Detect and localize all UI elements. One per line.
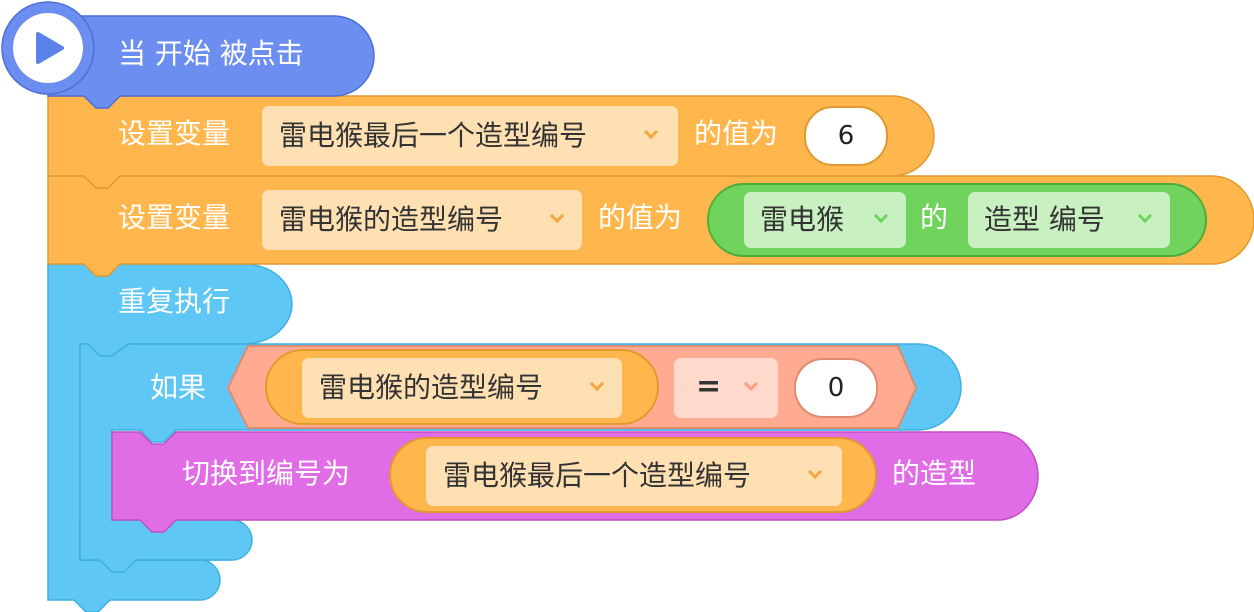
compare-value-input[interactable]: 0 xyxy=(794,358,878,418)
sprite-dropdown[interactable]: 雷电猴 xyxy=(744,192,906,248)
variable-dropdown-label: 雷电猴最后一个造型编号 xyxy=(279,119,588,152)
chevron-down-icon xyxy=(743,376,759,392)
switch-costume-suffix: 的造型 xyxy=(892,457,977,490)
variable-dropdown[interactable]: 雷电猴最后一个造型编号 xyxy=(426,446,842,506)
value-input[interactable]: 6 xyxy=(804,106,888,166)
event-label: 当 开始 被点击 xyxy=(118,37,304,70)
set-var-2-label: 设置变量 xyxy=(118,201,231,234)
variable-dropdown-label: 雷电猴的造型编号 xyxy=(279,203,504,236)
if-label: 如果 xyxy=(150,371,207,404)
variable-dropdown-label: 雷电猴最后一个造型编号 xyxy=(443,459,752,492)
chevron-down-icon xyxy=(643,124,659,140)
chevron-down-icon xyxy=(807,464,823,480)
property-dropdown-label: 造型 编号 xyxy=(984,203,1105,236)
set-var-1-value-label: 的值为 xyxy=(694,117,779,150)
chevron-down-icon xyxy=(549,208,565,224)
sensing-of-label: 的 xyxy=(920,201,949,234)
operator-symbol: = xyxy=(696,369,722,404)
event-hat-shape[interactable] xyxy=(47,15,375,109)
value-input-text: 6 xyxy=(837,121,855,151)
set-var-2-value-label: 的值为 xyxy=(598,201,683,234)
play-icon xyxy=(36,32,64,64)
variable-dropdown[interactable]: 雷电猴的造型编号 xyxy=(302,358,622,418)
property-dropdown[interactable]: 造型 编号 xyxy=(968,192,1170,248)
operator-dropdown[interactable]: = xyxy=(674,358,778,418)
variable-dropdown-label: 雷电猴的造型编号 xyxy=(319,371,544,404)
chevron-down-icon xyxy=(589,376,605,392)
chevron-down-icon xyxy=(1137,208,1153,224)
switch-costume-prefix: 切换到编号为 xyxy=(182,457,351,490)
variable-dropdown[interactable]: 雷电猴的造型编号 xyxy=(262,190,582,250)
variable-dropdown[interactable]: 雷电猴最后一个造型编号 xyxy=(262,106,678,166)
set-var-1-label: 设置变量 xyxy=(118,117,231,150)
sprite-dropdown-label: 雷电猴 xyxy=(760,203,845,236)
chevron-down-icon xyxy=(873,208,889,224)
compare-value-text: 0 xyxy=(827,373,845,403)
repeat-label: 重复执行 xyxy=(118,285,231,318)
